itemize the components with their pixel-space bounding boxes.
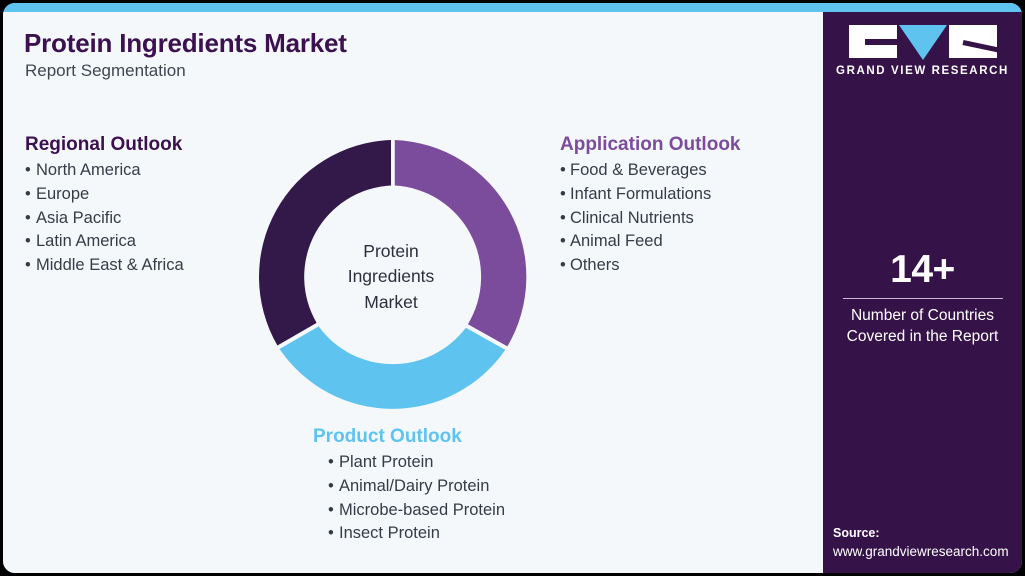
list-item: •Food & Beverages: [560, 159, 741, 183]
stat-label: Number of Countries Covered in the Repor…: [823, 305, 1022, 347]
list-item-label: Europe: [36, 184, 90, 203]
list-item: •Infant Formulations: [560, 183, 741, 207]
top-accent-strip: [3, 3, 1022, 12]
list-item-label: Plant Protein: [339, 453, 434, 471]
list-item-label: North America: [36, 161, 141, 179]
bullet-icon: •: [328, 476, 334, 495]
donut-chart: Protein Ingredients Market: [250, 136, 532, 418]
bullet-icon: •: [560, 232, 566, 251]
bullet-icon: •: [560, 256, 566, 275]
list-item-label: Latin America: [36, 232, 136, 251]
page-title: Protein Ingredients Market: [24, 28, 347, 58]
regional-outlook-section: Regional Outlook • North America • Europe …: [25, 134, 184, 278]
list-item: • Plant Protein: [328, 451, 505, 475]
infographic-card: Protein Ingredients Market Report Segmen…: [3, 3, 1022, 573]
bullet-icon: •: [560, 208, 566, 227]
list-item-label: Others: [570, 256, 620, 275]
logo-triangle-v-icon: [898, 25, 947, 60]
bullet-icon: •: [560, 184, 566, 203]
bullet-icon: •: [328, 453, 334, 471]
source-block: Source: www.grandviewresearch.com: [833, 525, 1022, 561]
application-outlook-section: Application Outlook •Food & Beverages •I…: [560, 134, 741, 278]
bullet-icon: •: [25, 184, 31, 203]
regional-outlook-list: • North America • Europe • Asia Pacific • La…: [25, 159, 184, 278]
source-url[interactable]: www.grandviewresearch.com: [833, 544, 1009, 559]
donut-segment-product: [279, 326, 506, 409]
list-item: • Animal/Dairy Protein: [328, 475, 505, 499]
list-item: • Insect Protein: [328, 522, 505, 546]
list-item: • North America: [25, 159, 184, 183]
stat-block: 14+ Number of Countries Covered in the R…: [823, 248, 1022, 347]
stat-divider: [842, 298, 1003, 299]
donut-chart-svg: [258, 140, 527, 409]
list-item-label: Clinical Nutrients: [570, 208, 694, 227]
logo-g-notch: [864, 39, 897, 45]
list-item: • Latin America: [25, 230, 184, 254]
list-item: • Microbe-based Protein: [328, 499, 505, 523]
list-item-label: Microbe-based Protein: [339, 500, 505, 519]
bullet-icon: •: [25, 208, 31, 227]
main-content-area: Protein Ingredients Market Report Segmen…: [3, 12, 823, 573]
list-item: • Asia Pacific: [25, 207, 184, 231]
side-panel: GRAND VIEW RESEARCH 14+ Number of Countr…: [823, 12, 1022, 573]
product-outlook-list: • Plant Protein • Animal/Dairy Protein • Mi…: [313, 451, 505, 546]
list-item: • Middle East & Africa: [25, 254, 184, 278]
stat-label-line-2: Covered in the Report: [846, 328, 999, 345]
list-item-label: Asia Pacific: [36, 208, 122, 227]
logo-mark: [848, 25, 997, 60]
list-item-label: Animal/Dairy Protein: [339, 476, 490, 495]
list-item-label: Infant Formulations: [570, 184, 712, 203]
regional-outlook-heading: Regional Outlook: [25, 134, 183, 155]
list-item-label: Insect Protein: [339, 524, 440, 543]
logo-r-notch: [961, 40, 997, 54]
list-item: •Animal Feed: [560, 230, 741, 254]
application-outlook-list: •Food & Beverages •Infant Formulations •…: [560, 159, 741, 278]
stat-value: 14+: [890, 248, 955, 291]
source-label: Source:: [833, 526, 880, 540]
bullet-icon: •: [25, 232, 31, 251]
logo-letter-r-icon: [948, 25, 997, 58]
list-item: •Clinical Nutrients: [560, 207, 741, 231]
logo-letter-g-icon: [848, 25, 897, 58]
brand-logo: GRAND VIEW RESEARCH: [823, 25, 1022, 95]
donut-segment-regional: [258, 140, 391, 346]
list-item-label: Animal Feed: [570, 232, 663, 251]
stat-label-line-1: Number of Countries: [850, 307, 994, 324]
application-outlook-heading: Application Outlook: [560, 134, 741, 155]
bullet-icon: •: [328, 500, 334, 519]
logo-wordmark: GRAND VIEW RESEARCH: [836, 65, 1009, 77]
bullet-icon: •: [25, 256, 31, 275]
list-item: •Others: [560, 254, 741, 278]
product-outlook-section: Product Outlook • Plant Protein • Animal/D…: [313, 426, 505, 546]
list-item-label: Food & Beverages: [570, 161, 707, 179]
bullet-icon: •: [328, 524, 334, 543]
donut-segment-application: [394, 140, 527, 347]
product-outlook-heading: Product Outlook: [313, 426, 462, 447]
list-item: • Europe: [25, 183, 184, 207]
list-item-label: Middle East & Africa: [36, 256, 184, 275]
bullet-icon: •: [560, 161, 566, 179]
page-subtitle: Report Segmentation: [25, 61, 186, 80]
bullet-icon: •: [25, 161, 31, 179]
